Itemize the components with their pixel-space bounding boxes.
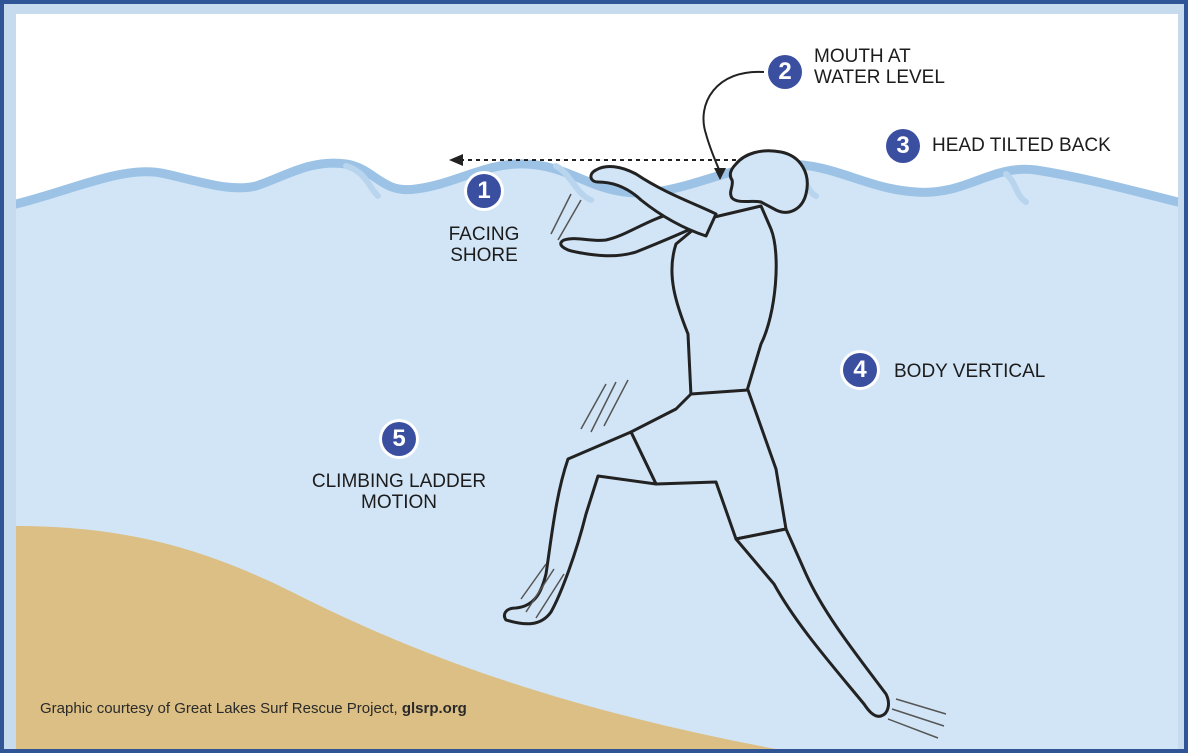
- step-1-badge: 1: [467, 174, 501, 208]
- step-3-badge: 3: [886, 129, 920, 163]
- credit-link[interactable]: glsrp.org: [402, 700, 467, 717]
- credit-text: Graphic courtesy of Great Lakes Surf Res…: [40, 700, 402, 717]
- step-5-label: CLIMBING LADDER MOTION: [299, 471, 499, 513]
- step-1-line-1: FACING: [434, 224, 534, 245]
- arrow-head-left: [449, 154, 463, 166]
- step-1-line-2: SHORE: [434, 245, 534, 266]
- step-4-badge: 4: [843, 353, 877, 387]
- illustration-panel: 1 FACING SHORE 2 MOUTH AT WATER LEVEL 3 …: [16, 14, 1178, 749]
- step-3-label: HEAD TILTED BACK: [932, 135, 1111, 156]
- step-2-label: MOUTH AT WATER LEVEL: [814, 46, 945, 88]
- step-2-badge: 2: [768, 55, 802, 89]
- step-5-badge: 5: [382, 422, 416, 456]
- step-2-line-1: MOUTH AT: [814, 46, 945, 67]
- step-5-line-1: CLIMBING LADDER: [299, 471, 499, 492]
- credit-line: Graphic courtesy of Great Lakes Surf Res…: [40, 700, 467, 717]
- step-2-line-2: WATER LEVEL: [814, 67, 945, 88]
- step-1-label: FACING SHORE: [434, 224, 534, 266]
- step-4-label: BODY VERTICAL: [894, 361, 1045, 382]
- step-5-line-2: MOTION: [299, 492, 499, 513]
